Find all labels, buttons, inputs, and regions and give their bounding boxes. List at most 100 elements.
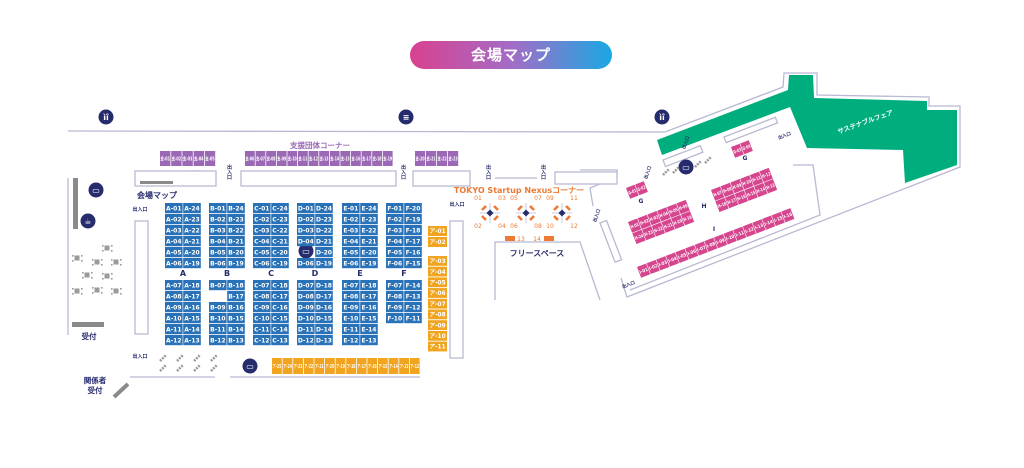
booth[interactable]: D-23 [315,214,333,225]
booth[interactable]: B-03 [209,225,227,236]
booth[interactable]: E-23 [360,214,378,225]
booth[interactable]: B-17 [227,291,245,302]
booth[interactable]: D-03 [297,225,315,236]
booth[interactable]: F-04 [386,236,404,247]
booth[interactable]: C-12 [253,335,271,346]
support-booth[interactable]: 支-19 [383,151,393,166]
a-booth[interactable]: ア-23 [293,358,303,374]
booth[interactable]: B-14 [227,324,245,335]
a-booth[interactable]: ア-05 [428,277,447,288]
booth[interactable]: E-18 [360,280,378,291]
booth[interactable]: F-16 [404,247,422,258]
booth[interactable]: F-06 [386,258,404,269]
booth[interactable]: B-18 [227,280,245,291]
booth[interactable]: C-10 [253,313,271,324]
booth[interactable]: F-12 [404,302,422,313]
a-booth[interactable]: ア-04 [428,266,447,277]
booth[interactable]: I-11 [733,226,747,241]
booth[interactable]: H-19 [680,211,695,226]
a-booth[interactable]: ア-06 [428,288,447,298]
a-booth[interactable]: ア-19 [335,358,346,374]
booth[interactable]: F-10 [386,313,404,324]
booth[interactable]: D-19 [315,258,333,269]
support-booth[interactable]: 支-11 [298,151,308,166]
booth[interactable]: D-07 [297,280,315,291]
booth[interactable]: A-20 [183,247,201,258]
booth[interactable]: C-02 [253,214,271,225]
booth[interactable]: F-05 [386,247,404,258]
booth[interactable]: C-04 [253,236,271,247]
booth[interactable]: B-21 [227,236,245,247]
booth[interactable]: E-10 [342,313,360,324]
booth[interactable]: C-07 [253,280,271,291]
booth[interactable]: E-20 [360,247,378,258]
booth[interactable]: C-19 [271,258,289,269]
booth[interactable]: B-12 [209,335,227,346]
booth[interactable]: G-01 [626,184,639,199]
booth[interactable]: D-20 [315,247,333,258]
booth[interactable]: D-09 [297,302,315,313]
a-booth[interactable]: ア-15 [378,358,388,374]
booth[interactable]: E-06 [342,258,360,269]
booth[interactable]: C-03 [253,225,271,236]
support-booth[interactable]: 支-13 [319,151,329,166]
booth[interactable]: A-01 [165,203,183,214]
booth[interactable]: H-09 [730,179,744,194]
support-booth[interactable]: 支-10 [287,151,298,166]
booth[interactable]: I-02 [646,259,660,275]
booth[interactable]: C-13 [271,335,289,346]
booth[interactable]: C-08 [253,291,271,302]
booth[interactable]: H-02 [637,214,651,230]
booth[interactable]: F-15 [404,258,422,269]
booth[interactable]: H-05 [666,203,681,218]
booth[interactable]: A-11 [165,324,183,335]
a-booth[interactable]: ア-18 [346,358,356,374]
booth[interactable]: A-17 [183,291,201,302]
support-booth[interactable]: 支-14 [330,151,340,166]
booth[interactable]: E-04 [342,236,360,247]
booth[interactable]: H-13 [763,179,778,194]
support-booth[interactable]: 支-12 [308,151,319,166]
booth[interactable]: D-14 [315,324,333,335]
a-booth[interactable]: ア-17 [356,358,367,374]
booth[interactable]: C-21 [271,236,289,247]
booth[interactable]: A-03 [165,225,183,236]
support-booth[interactable]: 支-06 [245,151,255,166]
a-booth[interactable]: ア-07 [428,298,447,309]
booth[interactable]: E-02 [342,214,360,225]
booth[interactable]: E-21 [360,236,378,247]
a-booth[interactable]: ア-25 [272,358,282,374]
booth[interactable]: A-05 [165,247,183,258]
booth[interactable]: H-22 [651,222,666,237]
booth[interactable]: C-20 [271,247,289,258]
support-booth[interactable]: 支-20 [415,151,426,166]
support-booth[interactable]: 支-18 [372,151,382,166]
booth[interactable]: D-10 [297,313,315,324]
booth[interactable]: F-01 [386,203,404,214]
booth[interactable]: H-06 [676,199,690,215]
support-booth[interactable]: 支-08 [266,151,276,166]
booth[interactable]: H-12 [759,167,773,183]
booth[interactable]: E-14 [360,324,378,335]
support-booth[interactable]: 支-05 [205,151,216,166]
booth[interactable]: E-11 [342,324,360,335]
booth[interactable]: B-19 [227,258,245,269]
booth[interactable]: D-13 [315,335,333,346]
booth[interactable]: I-16 [781,208,795,223]
booth[interactable]: B-16 [227,302,245,313]
booth[interactable]: C-15 [271,313,289,324]
booth[interactable]: C-06 [253,258,271,269]
booth[interactable]: B-06 [209,258,227,269]
a-booth[interactable]: ア-20 [325,358,335,374]
booth[interactable]: A-09 [165,302,183,313]
booth[interactable]: F-03 [386,225,404,236]
booth[interactable]: H-08 [720,182,734,198]
a-booth[interactable]: ア-12 [409,358,420,374]
booth[interactable]: A-10 [165,313,183,324]
booth[interactable]: D-12 [297,335,315,346]
support-booth[interactable]: 支-22 [437,151,448,166]
a-booth[interactable]: ア-21 [314,358,325,374]
booth[interactable]: C-11 [253,324,271,335]
